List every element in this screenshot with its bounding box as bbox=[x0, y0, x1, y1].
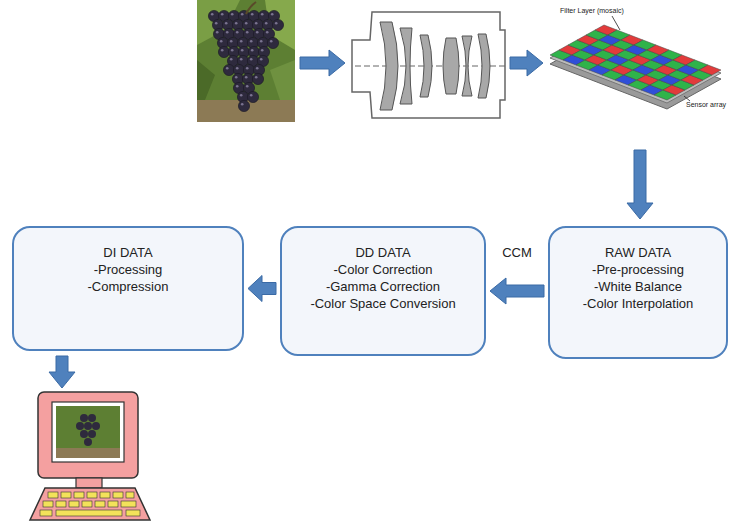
process-box: RAW DATA-Pre-processing-White Balance-Co… bbox=[548, 226, 728, 359]
box-item: -Gamma Correction bbox=[326, 278, 440, 295]
flow-arrow bbox=[248, 276, 276, 302]
process-box: DI DATA-Processing-Compression bbox=[12, 226, 244, 351]
sensor-mosaic bbox=[550, 25, 721, 109]
box-item: -Color Interpolation bbox=[583, 295, 694, 312]
box-heading: RAW DATA bbox=[605, 244, 671, 261]
callout-label: Filter Layer (mosaic) bbox=[560, 7, 624, 15]
computer-icon bbox=[30, 392, 150, 520]
lens-diagram bbox=[352, 12, 505, 118]
grape-photo bbox=[197, 0, 295, 122]
callout-label: Sensor array bbox=[686, 101, 726, 109]
process-box: DD DATA-Color Correction-Gamma Correctio… bbox=[280, 226, 486, 356]
leader-lines bbox=[612, 16, 690, 101]
box-item: -Color Correction bbox=[334, 261, 433, 278]
box-item: -Color Space Conversion bbox=[310, 295, 455, 312]
box-heading: DD DATA bbox=[355, 244, 410, 261]
flow-arrow bbox=[490, 278, 544, 304]
box-item: -White Balance bbox=[594, 278, 682, 295]
edge-label: CCM bbox=[500, 245, 534, 261]
box-item: -Compression bbox=[88, 278, 169, 295]
box-item: -Processing bbox=[94, 261, 163, 278]
box-heading: DI DATA bbox=[103, 244, 152, 261]
box-item: -Pre-processing bbox=[592, 261, 684, 278]
